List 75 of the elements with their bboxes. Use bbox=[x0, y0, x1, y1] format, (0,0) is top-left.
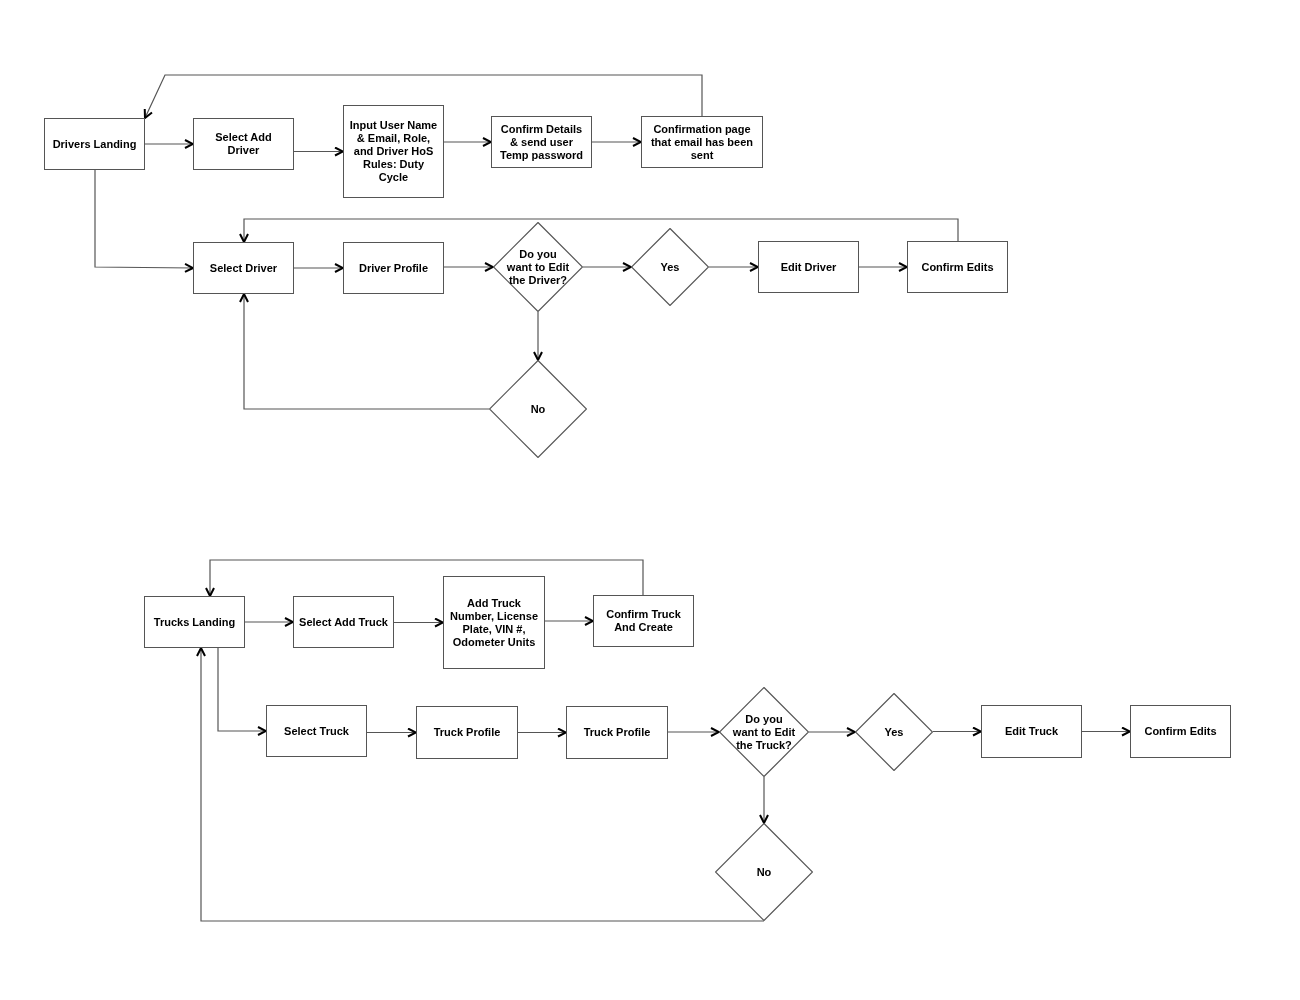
node-label: No bbox=[530, 402, 546, 416]
arrow bbox=[759, 776, 769, 824]
arrow bbox=[517, 727, 567, 738]
node-label: Add Truck Number, License Plate, VIN #, Odometer Units bbox=[448, 596, 539, 649]
node-label: Select Add Driver bbox=[214, 131, 273, 157]
arrow bbox=[239, 218, 959, 243]
node-label: Input User Name & Email, Role, and Driver HoS Rules: Duty Cycle bbox=[348, 119, 439, 184]
process-box bbox=[593, 595, 694, 647]
process-box bbox=[266, 705, 367, 757]
arrow bbox=[533, 311, 543, 361]
node-label: Confirm Truck And Create bbox=[605, 608, 682, 634]
node-label: Select Add Truck bbox=[298, 615, 389, 629]
node-label: Yes bbox=[660, 260, 680, 274]
arrow bbox=[932, 726, 982, 737]
process-box bbox=[416, 706, 518, 759]
node-label: Confirm Details & send user Temp password bbox=[499, 122, 584, 162]
node-label: Do you want to Edit the Truck? bbox=[732, 712, 796, 752]
node-label: Trucks Landing bbox=[152, 615, 237, 629]
process-box bbox=[343, 242, 444, 294]
arrow bbox=[582, 262, 632, 272]
arrow bbox=[143, 74, 703, 119]
node-label: Confirm Edits bbox=[1143, 725, 1218, 738]
decision-diamond bbox=[631, 228, 709, 306]
arrow bbox=[393, 617, 444, 628]
arrow bbox=[591, 137, 642, 147]
decision-diamond bbox=[489, 360, 587, 458]
arrow bbox=[293, 146, 344, 157]
process-box bbox=[44, 118, 145, 170]
node-label: Confirm Edits bbox=[920, 260, 995, 274]
decision-diamond bbox=[715, 823, 813, 921]
node-label: No bbox=[756, 865, 772, 879]
node-label: Drivers Landing bbox=[51, 137, 138, 151]
arrow bbox=[544, 616, 594, 626]
arrow bbox=[443, 262, 494, 272]
node-label: Do you want to Edit the Driver? bbox=[506, 247, 570, 287]
arrow bbox=[293, 263, 344, 273]
arrow bbox=[667, 727, 720, 737]
process-box bbox=[566, 706, 668, 759]
arrow bbox=[808, 727, 856, 737]
arrow bbox=[443, 137, 492, 147]
process-box bbox=[193, 118, 294, 170]
arrow bbox=[196, 647, 765, 922]
process-box bbox=[981, 705, 1082, 758]
node-label: Select Truck bbox=[283, 724, 350, 738]
arrow bbox=[144, 139, 194, 149]
arrow bbox=[366, 727, 417, 738]
node-label: Truck Profile bbox=[582, 726, 652, 739]
node-label: Edit Truck bbox=[1003, 725, 1060, 738]
node-label: Yes bbox=[884, 725, 904, 739]
arrow bbox=[205, 559, 644, 597]
decision-diamond bbox=[493, 222, 583, 312]
process-box bbox=[293, 596, 394, 648]
arrow bbox=[1081, 726, 1131, 737]
arrow bbox=[708, 262, 759, 272]
process-box bbox=[758, 241, 859, 293]
arrow bbox=[244, 617, 294, 627]
arrow bbox=[239, 293, 490, 410]
node-label: Driver Profile bbox=[357, 261, 430, 275]
arrow bbox=[94, 169, 194, 273]
process-box bbox=[907, 241, 1008, 293]
arrow bbox=[858, 262, 908, 272]
process-box bbox=[641, 116, 763, 168]
node-label: Confirmation page that email has been sent bbox=[649, 122, 755, 162]
process-box bbox=[144, 596, 245, 648]
process-box bbox=[491, 116, 592, 168]
node-label: Edit Driver bbox=[779, 260, 838, 274]
process-box bbox=[343, 105, 444, 198]
process-box bbox=[1130, 705, 1231, 758]
decision-diamond bbox=[719, 687, 809, 777]
process-box bbox=[193, 242, 294, 294]
node-label: Select Driver bbox=[208, 261, 279, 275]
arrow bbox=[217, 647, 267, 736]
process-box bbox=[443, 576, 545, 669]
node-label: Truck Profile bbox=[432, 726, 502, 739]
decision-diamond bbox=[855, 693, 933, 771]
